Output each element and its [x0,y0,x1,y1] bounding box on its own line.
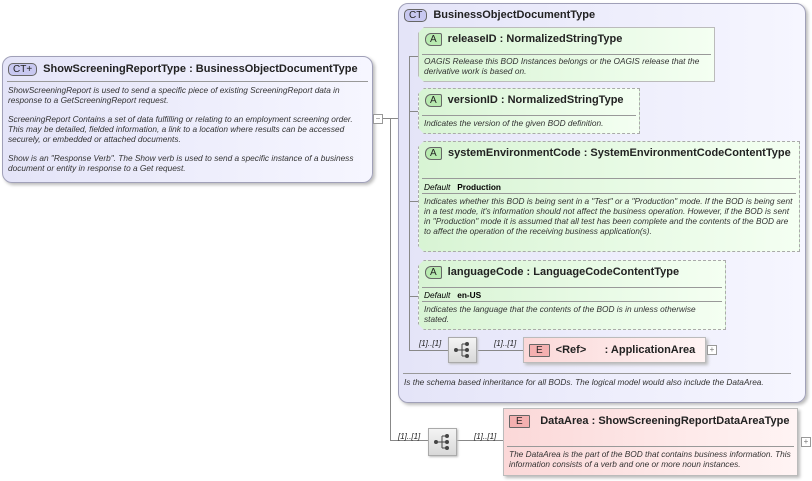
separator: : [526,266,531,278]
separator: : [500,94,505,106]
description-paragraph: Show is an "Response Verb". The Show ver… [8,153,354,173]
attribute-name: languageCode [447,266,524,278]
default-label: Default [424,182,451,192]
divider [422,193,796,194]
attribute-description: Indicates whether this BOD is being sent… [424,196,793,236]
attribute-name: versionID [447,94,498,106]
connector [390,440,428,441]
connector [409,56,410,350]
divider [7,81,368,82]
root-type-box[interactable]: CT+ ShowScreeningReportType : BusinessObj… [2,56,373,183]
cardinality-label: [1]..[1] [474,432,497,441]
attribute-icon: A [425,266,442,279]
default-value: Production [457,182,502,192]
sequence-icon[interactable] [448,337,477,363]
divider [422,54,711,55]
element-description: The DataArea is the part of the BOD that… [509,449,791,469]
ref-label: <Ref> [555,344,587,356]
connector [457,440,503,441]
attribute-description: Indicates the language that the contents… [424,304,696,324]
attribute-description: OAGIS Release this BOD Instances belongs… [424,56,700,76]
connector [382,118,390,119]
separator: : [604,344,609,356]
connector [390,118,398,119]
divider [422,178,796,179]
base-type-title: CT BusinessObjectDocumentType [404,9,595,22]
element-icon: E [509,415,530,428]
attribute-icon: A [425,33,442,46]
attribute-type: SystemEnvironmentCodeContentType [590,147,791,159]
type-name: BusinessObjectDocumentType [433,9,596,21]
attribute-type: NormalizedStringType [506,33,623,45]
cardinality-label: [1]..[1] [398,432,421,441]
base-type-name: BusinessObjectDocumentType [195,63,358,75]
attribute-description: Indicates the version of the given BOD d… [424,118,604,128]
connector [409,111,419,112]
default-row: Default Production [424,182,501,192]
sequence-icon[interactable] [428,428,457,456]
element-DataArea[interactable]: E DataArea : ShowScreeningReportDataAreaT… [503,408,798,476]
base-type-description: Is the schema based inheritance for all … [404,377,764,387]
separator: : [583,147,588,159]
default-label: Default [424,290,451,300]
expand-toggle[interactable]: + [707,345,717,355]
divider [507,446,794,447]
cardinality-label: [1]..[1] [494,339,517,348]
root-type-description: ShowScreeningReport is used to send a sp… [8,85,368,173]
separator: : [189,63,193,75]
attribute-type: NormalizedStringType [507,94,624,106]
element-name: ApplicationArea [610,344,696,356]
complex-type-extension-icon: CT+ [8,63,38,76]
divider [422,301,722,302]
element-name: DataArea [540,415,589,427]
default-row: Default en-US [424,290,481,300]
element-type: ShowScreeningReportDataAreaType [598,415,790,427]
type-name: ShowScreeningReportType [43,63,186,75]
cardinality-label: [1]..[1] [419,339,442,348]
attribute-name: systemEnvironmentCode [447,147,581,159]
element-title: E <Ref> : ApplicationArea [529,344,695,357]
connector [409,350,449,351]
default-value: en-US [457,290,482,300]
description-paragraph: ShowScreeningReport is used to send a sp… [8,85,340,105]
connector [409,296,419,297]
attribute-name: releaseID [447,33,497,45]
expand-toggle[interactable]: + [801,437,811,447]
separator: : [499,33,504,45]
connector [409,56,419,57]
element-title: E DataArea : ShowScreeningReportDataAreaT… [509,415,794,428]
attribute-type: LanguageCodeContentType [533,266,680,278]
element-ApplicationArea[interactable]: E <Ref> : ApplicationArea [523,337,706,363]
attribute-icon: A [425,147,442,160]
connector [478,350,524,351]
root-type-title: CT+ ShowScreeningReportType : BusinessObj… [8,63,358,76]
connector [409,201,419,202]
complex-type-icon: CT [404,9,428,22]
connector [390,118,391,441]
separator: : [591,415,596,427]
divider [422,115,636,116]
description-paragraph: ScreeningReport Contains a set of data f… [8,114,353,144]
element-icon: E [529,344,550,357]
divider [422,287,722,288]
attribute-icon: A [425,94,442,107]
collapse-toggle[interactable]: − [373,114,383,124]
divider [403,373,791,374]
